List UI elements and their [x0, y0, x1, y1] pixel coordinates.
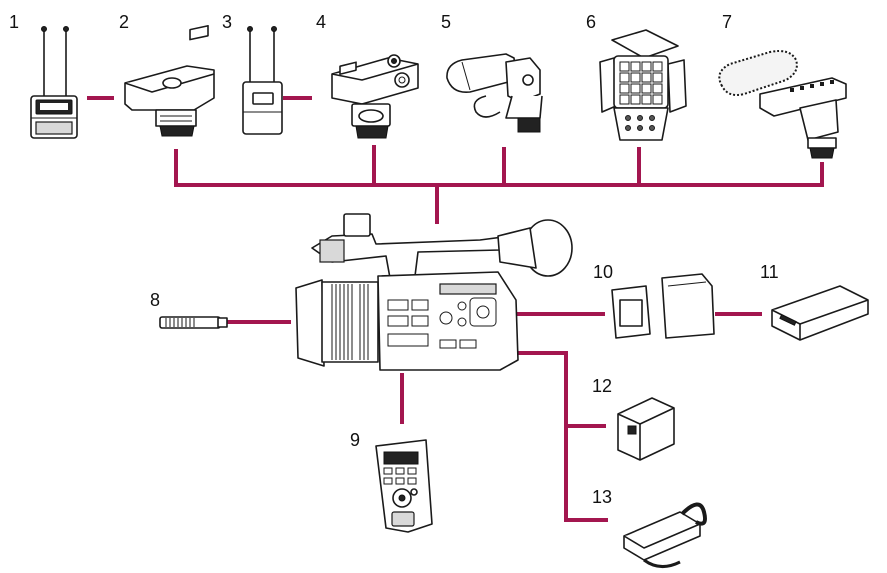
shotgun-microphone-icon	[446, 53, 543, 133]
memory-card-icon	[611, 273, 715, 339]
remote-commander-icon	[375, 439, 433, 533]
callout-numbers: 1 2 3 4 5 6 7 8 9 10 11 12 13	[9, 12, 779, 507]
callout-1: 1	[9, 12, 19, 32]
callout-6: 6	[586, 12, 596, 32]
callout-5: 5	[441, 12, 451, 32]
camcorder-icon	[295, 213, 573, 371]
callout-9: 9	[350, 430, 360, 450]
callout-13: 13	[592, 487, 612, 507]
callout-2: 2	[119, 12, 129, 32]
callout-3: 3	[222, 12, 232, 32]
led-video-light-icon	[599, 29, 687, 141]
wireless-receiver-icon	[30, 26, 78, 139]
wireless-transmitter-icon	[242, 26, 283, 135]
shoe-adapter-icon	[124, 24, 215, 137]
callout-12: 12	[592, 376, 612, 396]
callout-4: 4	[316, 12, 326, 32]
ac-adapter-icon	[623, 502, 707, 568]
card-reader-icon	[771, 285, 869, 341]
callout-8: 8	[150, 290, 160, 310]
callout-11: 11	[760, 262, 779, 282]
microphone-icon	[159, 316, 228, 329]
stereo-microphone-icon	[718, 50, 847, 159]
callout-7: 7	[722, 12, 732, 32]
battery-pack-icon	[617, 397, 675, 461]
top-bus-line	[174, 149, 824, 187]
callout-10: 10	[593, 262, 613, 282]
connector-lines	[87, 96, 824, 522]
xlr-adapter-icon	[331, 54, 419, 139]
link-13	[517, 351, 608, 522]
